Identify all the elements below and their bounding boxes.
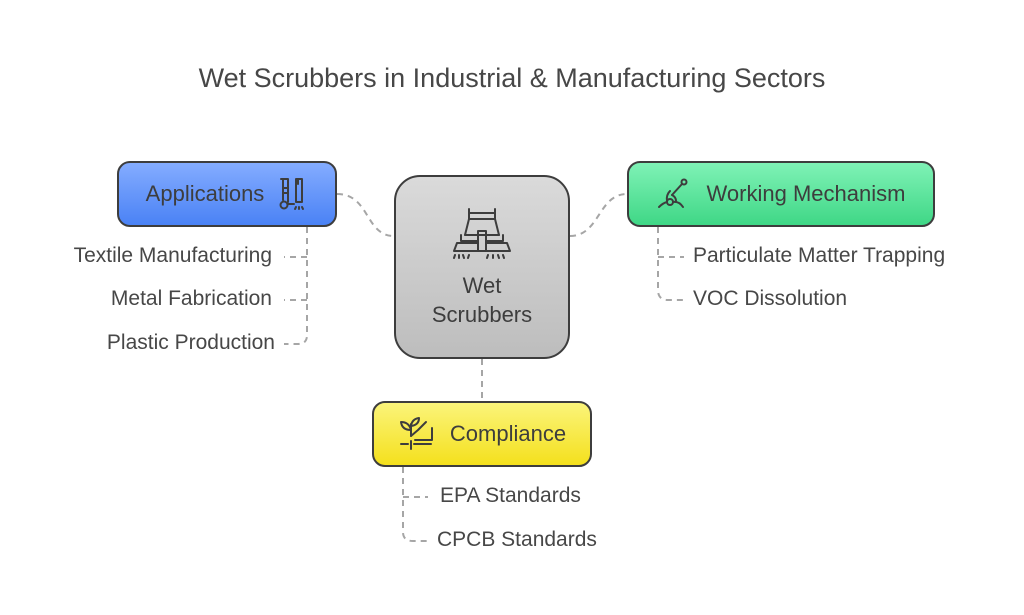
working-mechanism-item: VOC Dissolution xyxy=(693,287,848,310)
working-mechanism-label: Working Mechanism xyxy=(706,181,906,206)
compliance-label: Compliance xyxy=(449,421,567,446)
connector-center-applications xyxy=(336,193,395,237)
applications-label: Applications xyxy=(145,181,265,206)
scrubber-machine-icon xyxy=(451,205,513,265)
compliance-item: EPA Standards xyxy=(440,484,581,507)
applications-item: Metal Fabrication xyxy=(110,287,272,310)
connector-applications-trunk xyxy=(284,227,308,345)
working-mechanism-node[interactable]: Working Mechanism xyxy=(627,161,935,227)
compliance-node[interactable]: Compliance xyxy=(372,401,592,467)
applications-node[interactable]: Applications xyxy=(117,161,337,227)
diagram-title: Wet Scrubbers in Industrial & Manufactur… xyxy=(198,63,826,93)
plant-regulation-icon xyxy=(398,416,434,452)
mechanism-tool-icon xyxy=(657,177,691,211)
connector-compliance-trunk xyxy=(402,467,428,542)
connector-working-trunk xyxy=(657,227,684,301)
connector-center-working xyxy=(569,193,628,237)
center-label-line-2: Scrubbers xyxy=(431,302,533,327)
center-label-line-1: Wet xyxy=(462,273,502,298)
compliance-item: CPCB Standards xyxy=(437,528,597,551)
working-mechanism-item: Particulate Matter Trapping xyxy=(693,244,946,267)
center-label: Wet Scrubbers xyxy=(432,271,532,329)
applications-item: Textile Manufacturing xyxy=(73,244,272,267)
applications-item: Plastic Production xyxy=(106,331,275,354)
cleaning-trolley-icon xyxy=(278,176,308,212)
wet-scrubbers-center-node[interactable]: Wet Scrubbers xyxy=(394,175,570,359)
